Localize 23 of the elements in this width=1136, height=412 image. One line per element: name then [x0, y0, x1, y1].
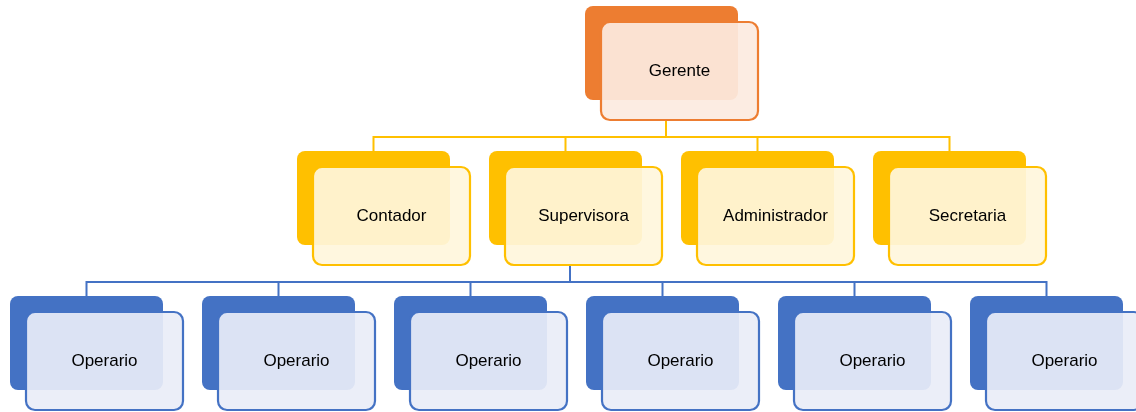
- role-label: Operario: [647, 351, 714, 371]
- role-label: Gerente: [648, 61, 711, 81]
- org-chart-box: [394, 296, 569, 412]
- connector-line: [665, 119, 951, 152]
- role-label: Operario: [263, 351, 330, 371]
- role-label: Administrador: [723, 206, 828, 226]
- role-label: Operario: [839, 351, 906, 371]
- org-chart-box: [202, 296, 377, 412]
- org-chart-box: [585, 6, 760, 122]
- role-label: Contador: [356, 206, 427, 226]
- org-chart-box: [586, 296, 761, 412]
- org-chart-box: [297, 151, 472, 267]
- role-label: Secretaria: [928, 206, 1007, 226]
- org-chart-box: [970, 296, 1136, 412]
- org-chart-box: [873, 151, 1048, 267]
- org-chart-box: [778, 296, 953, 412]
- role-label: Operario: [1031, 351, 1098, 371]
- org-chart-box: [10, 296, 185, 412]
- role-label: Operario: [71, 351, 138, 371]
- role-label: Operario: [455, 351, 522, 371]
- org-chart-box: [489, 151, 664, 267]
- org-chart-box: [681, 151, 856, 267]
- role-label: Supervisora: [538, 206, 629, 226]
